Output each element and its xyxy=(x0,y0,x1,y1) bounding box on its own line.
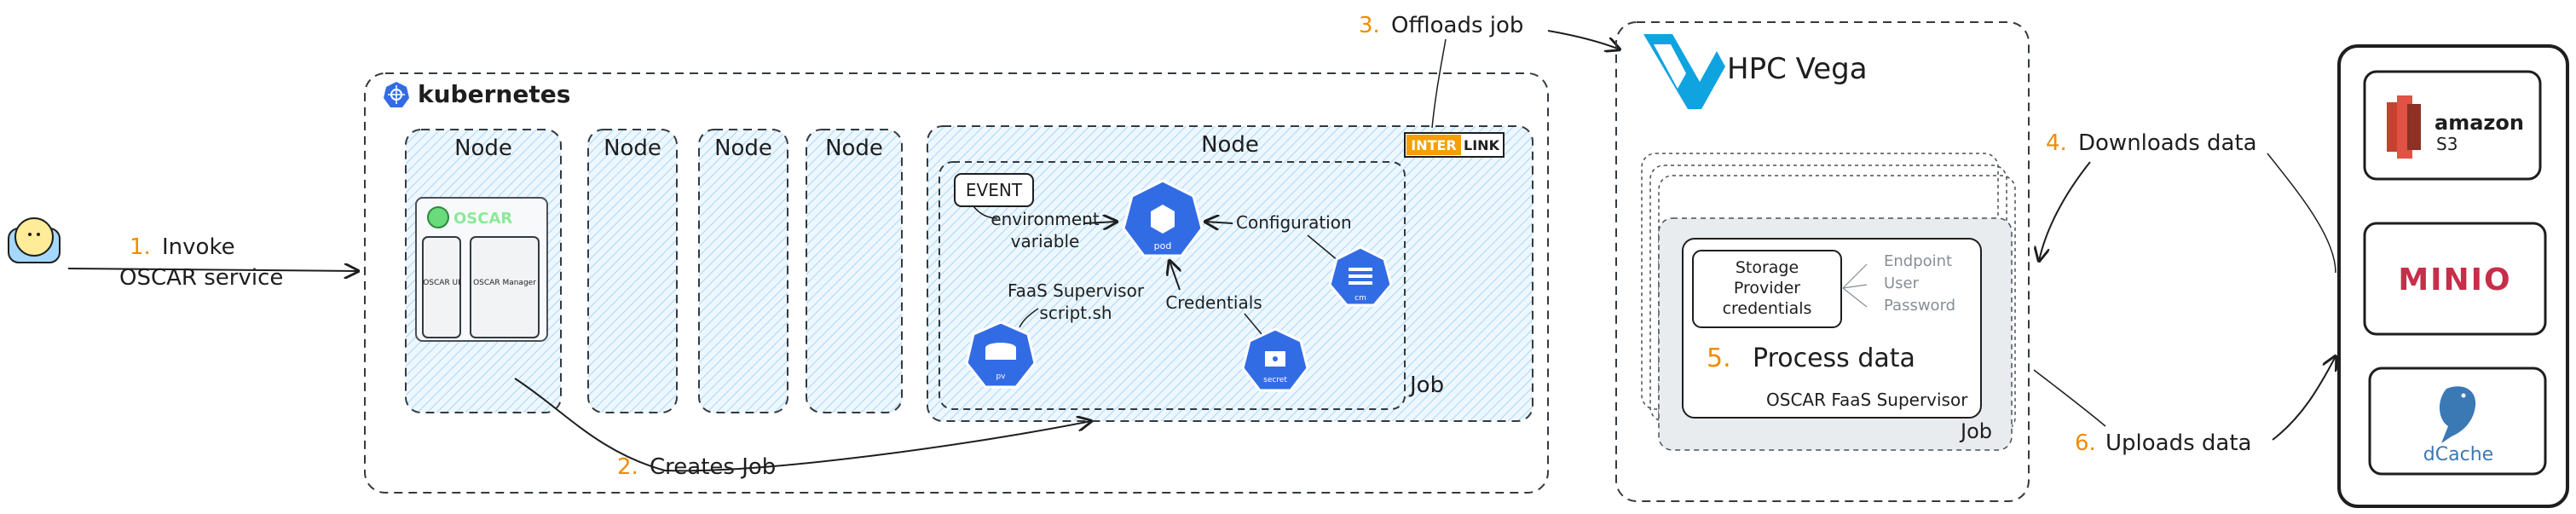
node-label: Node xyxy=(1201,132,1259,158)
storage-line1: Storage xyxy=(1736,258,1799,277)
kubernetes-wheel-icon xyxy=(384,82,409,107)
step6-arrow xyxy=(2272,356,2336,441)
node-3 xyxy=(698,129,788,413)
configmap-icon: cm xyxy=(1328,245,1393,307)
event-connector xyxy=(973,205,998,219)
step4-connector xyxy=(2267,153,2336,274)
step1-number: 1. xyxy=(130,234,151,260)
minio-card xyxy=(2363,222,2547,336)
user-icon xyxy=(8,217,61,263)
credentials-bracket xyxy=(1842,263,1868,308)
hpc-title: HPC Vega xyxy=(1727,52,1868,86)
step3-number: 3. xyxy=(1359,13,1380,38)
interlink-logo: INTER LINK xyxy=(1404,132,1505,158)
configuration-label: Configuration xyxy=(1236,212,1352,233)
hpc-job-label: Job xyxy=(1959,419,1992,443)
node-2 xyxy=(587,129,678,413)
storage-providers-panel xyxy=(2337,44,2569,508)
s3-label: S3 xyxy=(2436,134,2458,154)
cm-connector xyxy=(1307,234,1339,262)
storage-credentials-box xyxy=(1692,250,1842,328)
k8s-job-label: Job xyxy=(1408,373,1444,398)
env-var-line1: environment xyxy=(991,209,1100,229)
step2-arrow xyxy=(514,378,1091,472)
step5-text: Process data xyxy=(1753,344,1915,373)
secret-icon: secret xyxy=(1241,327,1309,392)
oscar-deployment: OSCAR OSCAR UI OSCAR Manager xyxy=(415,197,548,342)
step1-text-line1: Invoke xyxy=(162,234,235,260)
step2-number: 2. xyxy=(617,454,638,480)
step6-connector xyxy=(2033,369,2106,427)
step3-arrow xyxy=(1547,30,1620,49)
step3-text: Offloads job xyxy=(1391,13,1523,38)
pv-icon: pv xyxy=(965,321,1037,389)
pv-label: pv xyxy=(996,373,1006,381)
config-to-pod-arrow xyxy=(1205,222,1233,223)
interlink-part1: INTER xyxy=(1411,137,1457,153)
k8s-job-box xyxy=(939,161,1406,410)
pod-icon: pod xyxy=(1122,179,1204,257)
secret-connector xyxy=(1244,313,1262,335)
node-interlink xyxy=(927,125,1533,422)
oscar-manager-label: OSCAR Manager xyxy=(473,279,536,287)
step4-text: Downloads data xyxy=(2078,130,2257,156)
event-label: EVENT xyxy=(966,180,1023,200)
faas-connector xyxy=(1019,308,1039,328)
env-var-line2: variable xyxy=(1011,231,1080,251)
user-label: User xyxy=(1884,274,1920,292)
node-label: Node xyxy=(825,136,883,161)
credentials-label: Credentials xyxy=(1165,292,1262,313)
hpc-vega-cluster xyxy=(1615,21,2030,502)
node-4 xyxy=(806,129,903,413)
storage-line2: Provider xyxy=(1734,279,1800,297)
step6-text: Uploads data xyxy=(2105,430,2251,456)
step6-number: 6. xyxy=(2075,430,2096,456)
faas-line2: script.sh xyxy=(1039,303,1112,323)
node-label: Node xyxy=(454,136,512,161)
dcache-label: dCache xyxy=(2423,444,2493,465)
interlink-part2: LINK xyxy=(1464,137,1500,153)
amazon-s3-logo-icon xyxy=(2387,95,2421,159)
cm-label: cm xyxy=(1354,294,1366,303)
secret-label: secret xyxy=(1263,376,1287,384)
step4-number: 4. xyxy=(2046,130,2067,156)
pod-label: pod xyxy=(1154,240,1172,251)
env-to-pod-arrow xyxy=(1083,222,1117,223)
faas-line1: FaaS Supervisor xyxy=(1008,280,1145,301)
kubernetes-cluster xyxy=(364,72,1549,494)
event-box xyxy=(954,173,1034,207)
minio-logo-text: MINIO xyxy=(2398,263,2511,297)
password-label: Password xyxy=(1884,297,1955,315)
step3-connector xyxy=(1431,38,1447,129)
step1-arrow xyxy=(67,269,358,271)
step5-number: 5. xyxy=(1707,344,1731,373)
endpoint-label: Endpoint xyxy=(1884,252,1952,270)
dcache-bird-icon xyxy=(2439,386,2476,443)
node-label: Node xyxy=(604,136,661,161)
storage-line3: credentials xyxy=(1723,299,1812,318)
node-label: Node xyxy=(714,136,772,161)
oscar-logo-text: OSCAR xyxy=(453,210,512,228)
vega-logo-icon xyxy=(1643,34,1725,109)
credentials-to-pod-arrow xyxy=(1170,261,1180,291)
kubernetes-title: kubernetes xyxy=(418,80,570,108)
oscar-logo-icon xyxy=(427,206,449,228)
amazon-label: amazon xyxy=(2434,111,2524,135)
faas-supervisor-label: OSCAR FaaS Supervisor xyxy=(1766,390,1968,410)
oscar-ui-label: OSCAR UI xyxy=(423,279,460,287)
step4-arrow xyxy=(2039,161,2091,261)
step2-text: Creates Job xyxy=(650,454,776,480)
